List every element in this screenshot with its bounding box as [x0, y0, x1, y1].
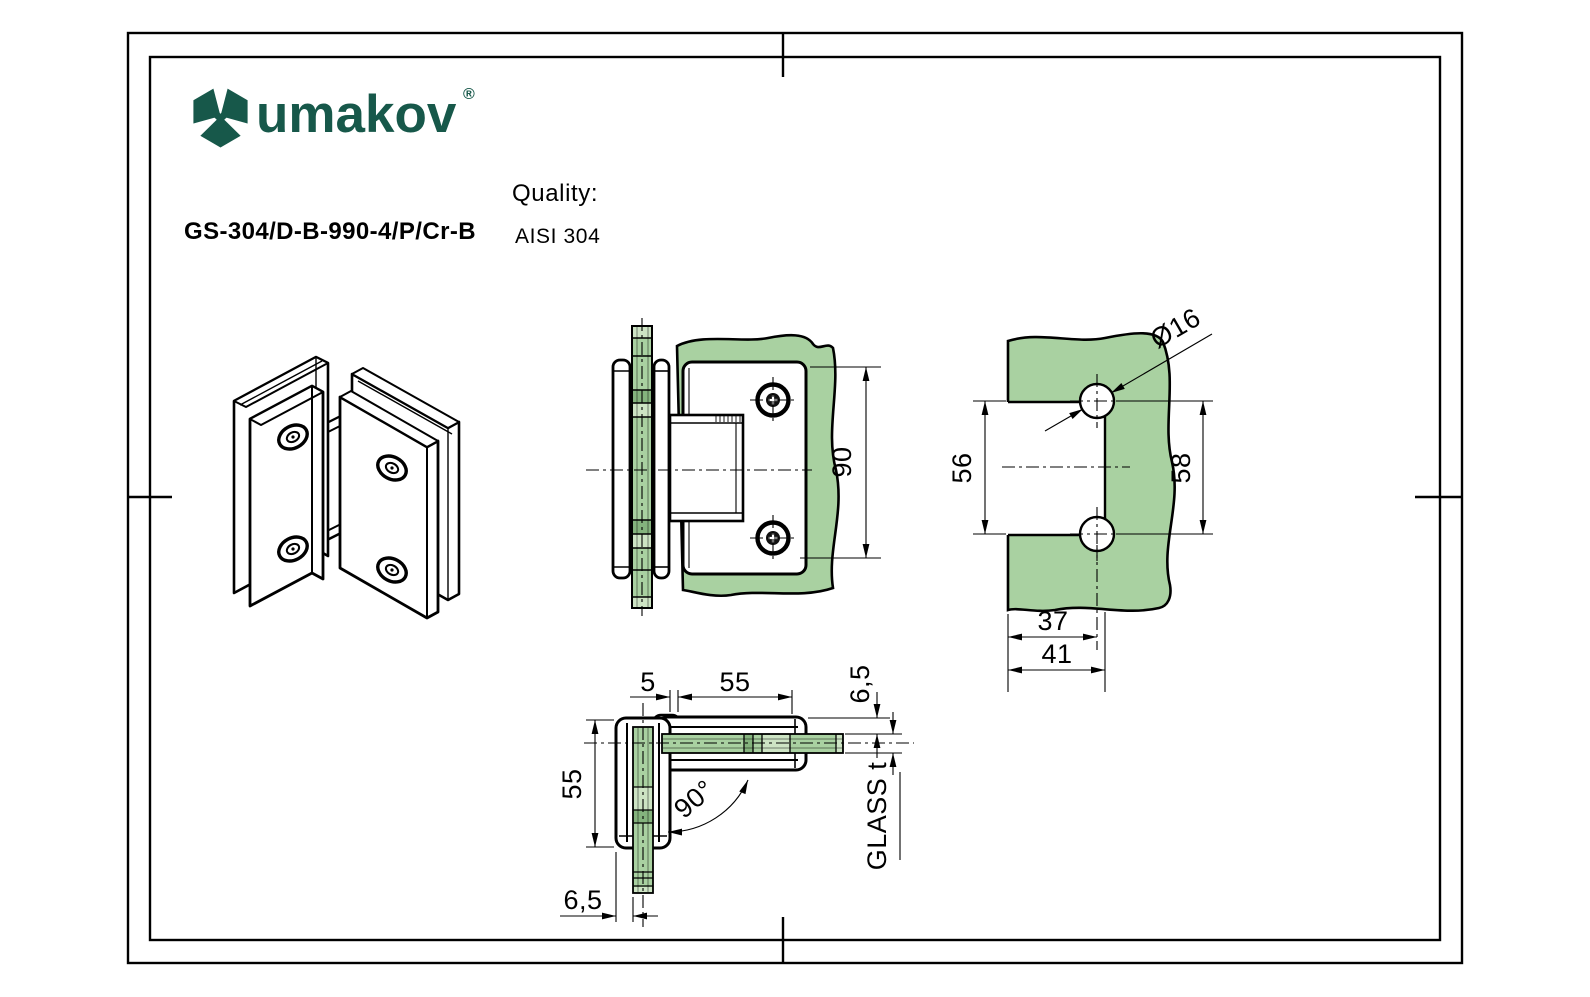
iso-screw: [376, 556, 408, 584]
top-dim-55-left: 55: [557, 719, 614, 848]
prep-cutout: [1005, 400, 1107, 537]
quality-label: Quality:: [512, 180, 599, 207]
registered-mark-icon: ®: [463, 86, 475, 103]
brand-name: umakov: [256, 85, 457, 144]
dim-hole-spacing: 56: [947, 452, 977, 483]
front-clamp-bar-left: [611, 358, 632, 580]
top-dim-glass-thickness: GLASS t: [845, 712, 902, 870]
front-clamp-bar-right: [652, 358, 671, 580]
dim-cover-offset-bottom: 6,5: [563, 885, 602, 915]
iso-right-plate: [338, 390, 440, 620]
front-screw-bottom: [750, 515, 796, 561]
view-top: 5 55 55 6,5 6,5: [557, 664, 914, 927]
view-isometric: [232, 355, 461, 620]
front-door-glass-strip: [631, 325, 653, 609]
dim-plate-length: 55: [719, 667, 750, 697]
view-front: 90: [586, 318, 881, 616]
dim-cutout-depth: 41: [1041, 639, 1072, 669]
dim-opening-angle: 90°: [668, 774, 720, 824]
dim-glass-thickness: GLASS t: [862, 762, 892, 871]
front-hinge-body: [668, 413, 745, 523]
dim-plate-width: 55: [557, 768, 587, 799]
quality-value: AISI 304: [515, 225, 601, 248]
front-dim-90: 90: [800, 366, 881, 559]
umakov-logo-icon: [189, 83, 252, 148]
top-dim-5-55: 5 55: [630, 667, 793, 714]
prep-dim-58: 58: [1116, 400, 1213, 535]
dim-hole-offset: 37: [1037, 606, 1068, 636]
dim-pivot-gap: 5: [640, 667, 656, 697]
prep-dim-56: 56: [947, 400, 1006, 535]
iso-left-plate: [248, 384, 325, 608]
top-dim-6-5-top: 6,5: [808, 664, 902, 758]
dim-cover-offset-top: 6,5: [845, 664, 875, 703]
top-dim-opening-angle: 90°: [667, 774, 749, 836]
iso-screw: [277, 423, 309, 451]
dim-cutout-height: 58: [1166, 452, 1196, 483]
drawing-frame: [126, 31, 1464, 965]
top-dim-6-5-bottom: 6,5: [560, 852, 658, 922]
front-screw-top: [750, 377, 796, 423]
dim-plate-height: 90: [827, 446, 857, 477]
iso-screw: [376, 454, 408, 482]
product-code: GS-304/D-B-990-4/P/Cr-B: [184, 218, 476, 245]
iso-screw: [277, 535, 309, 563]
prep-dim-37-41: 37 41: [1007, 545, 1106, 692]
view-glass-preparation: 56 58 Ø16 37 41: [947, 302, 1213, 692]
